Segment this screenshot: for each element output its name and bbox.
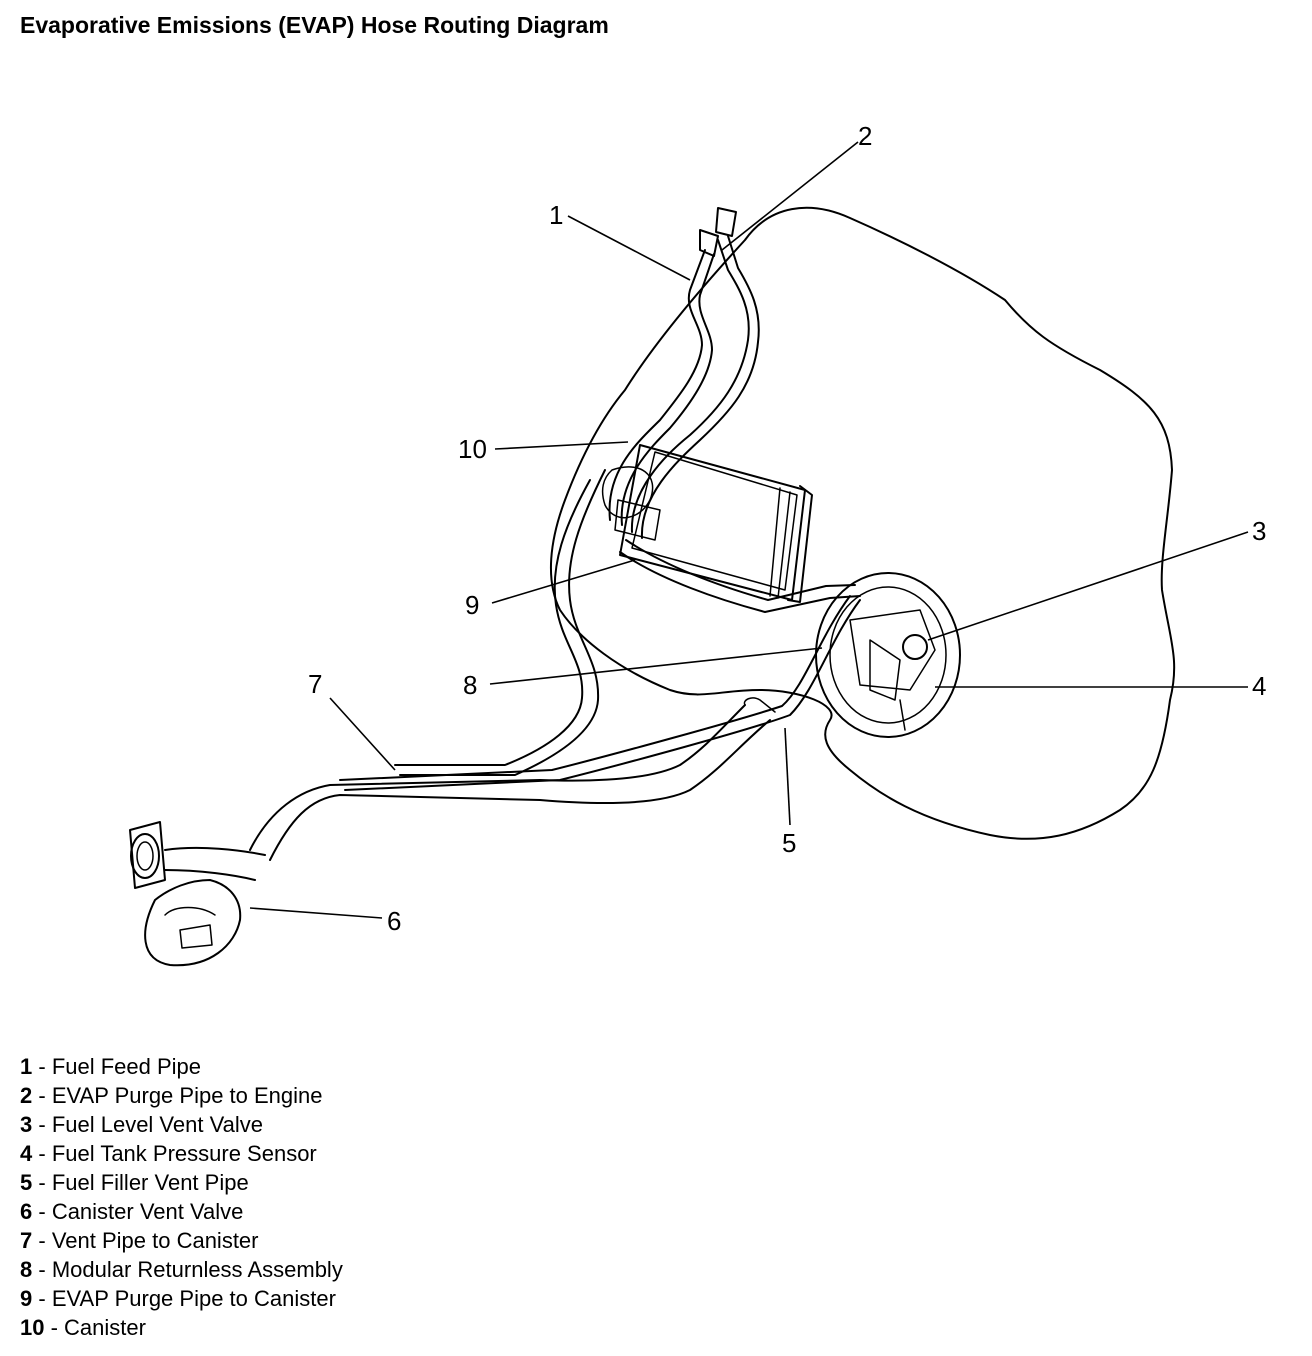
- legend-item: 5 - Fuel Filler Vent Pipe: [20, 1170, 249, 1195]
- leader-2: [721, 141, 859, 251]
- legend-item: 7 - Vent Pipe to Canister: [20, 1228, 259, 1253]
- purge-pipe-to-canister: [619, 551, 861, 613]
- fuel-tank-outline: [550, 206, 1176, 840]
- leader-10: [494, 441, 629, 450]
- filler-hose: [269, 719, 771, 861]
- leader-3: [927, 531, 1249, 641]
- legend-item: 8 - Modular Returnless Assembly: [20, 1257, 343, 1282]
- leader-6: [249, 907, 383, 919]
- leader-5: [784, 727, 791, 826]
- modular-returnless-assembly: [815, 572, 961, 738]
- callout-8: 8: [463, 670, 477, 700]
- callout-2: 2: [858, 121, 872, 151]
- callout-9: 9: [465, 590, 479, 620]
- legend-item: 2 - EVAP Purge Pipe to Engine: [20, 1083, 323, 1108]
- parts-legend: 1 - Fuel Feed Pipe 2 - EVAP Purge Pipe t…: [20, 1052, 343, 1342]
- leader-1: [567, 215, 691, 281]
- legend-item: 10 - Canister: [20, 1315, 146, 1340]
- canister-body: [601, 444, 813, 603]
- leader-8: [489, 647, 823, 685]
- evap-routing-illustration: 1 2 3 4 5 6 7 8 9 10: [129, 121, 1266, 967]
- legend-item: 1 - Fuel Feed Pipe: [20, 1054, 202, 1079]
- canister-lower-hose: [399, 469, 606, 776]
- leader-9: [491, 559, 636, 604]
- callout-4: 4: [1252, 671, 1266, 701]
- legend-item: 6 - Canister Vent Valve: [20, 1199, 244, 1224]
- upper-pipes: [608, 207, 760, 539]
- leader-7: [329, 697, 396, 771]
- callout-5: 5: [782, 828, 796, 858]
- fuel-filler-vent-pipe: [344, 599, 861, 791]
- legend-item: 9 - EVAP Purge Pipe to Canister: [20, 1286, 336, 1311]
- legend-item: 4 - Fuel Tank Pressure Sensor: [20, 1141, 317, 1166]
- legend-item: 3 - Fuel Level Vent Valve: [20, 1112, 263, 1137]
- callout-10: 10: [458, 434, 487, 464]
- callout-7: 7: [308, 669, 322, 699]
- callout-1: 1: [549, 200, 563, 230]
- callout-6: 6: [387, 906, 401, 936]
- callout-3: 3: [1252, 516, 1266, 546]
- filler-neck-assembly: [129, 821, 266, 967]
- diagram-title: Evaporative Emissions (EVAP) Hose Routin…: [20, 12, 609, 38]
